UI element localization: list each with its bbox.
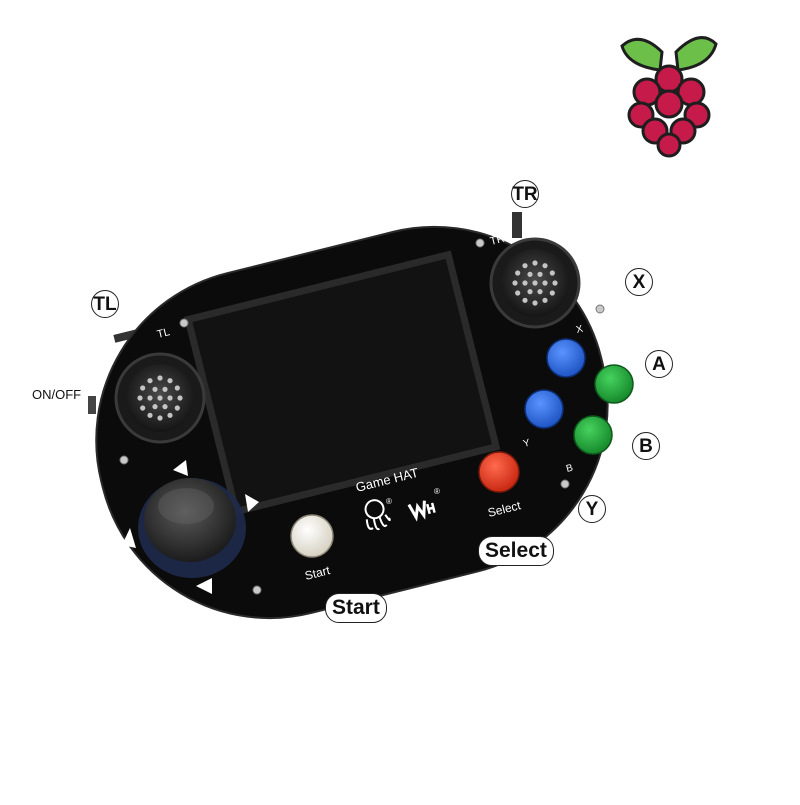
speaker-hole	[542, 297, 548, 303]
speaker-hole	[527, 289, 533, 295]
board-label-b: B	[565, 463, 574, 475]
board-label-tr: TR	[489, 233, 506, 248]
speaker-hole	[167, 412, 173, 418]
board-label-y: Y	[522, 438, 531, 450]
callout-start: Start	[325, 593, 387, 623]
callout-b: B	[632, 432, 660, 460]
callout-x: X	[625, 268, 653, 296]
speaker-hole	[167, 395, 173, 401]
dpad-right-arrow	[245, 494, 259, 512]
raspberry-pi-logo	[620, 36, 718, 158]
speaker-hole	[532, 260, 538, 266]
dpad-left-arrow	[122, 528, 136, 548]
callout-select: Select	[478, 536, 554, 566]
speaker-hole	[522, 280, 528, 286]
speaker-hole	[537, 271, 543, 277]
board-label-tl: TL	[156, 326, 171, 341]
speaker-hole	[147, 395, 153, 401]
speaker-hole	[532, 280, 538, 286]
tr-shoulder-switch	[512, 212, 522, 238]
registered-mark-1: ®	[386, 497, 392, 506]
onoff-label: ON/OFF	[32, 387, 82, 402]
speaker-hole	[157, 395, 163, 401]
board-label-start: Start	[303, 563, 332, 583]
tl-shoulder-switch	[113, 329, 139, 343]
dpad-down-arrow	[196, 578, 212, 594]
speaker-hole	[532, 300, 538, 306]
y-button	[524, 389, 564, 429]
speaker-hole	[542, 280, 548, 286]
speaker-hole	[515, 270, 521, 276]
speaker-hole	[140, 385, 146, 391]
speaker-hole	[515, 290, 521, 296]
board-label-x: X	[575, 324, 584, 336]
lcd-screen	[192, 258, 492, 508]
speaker-hole	[137, 395, 143, 401]
callout-a: A	[645, 350, 673, 378]
speaker-hole	[522, 263, 528, 269]
speaker-hole	[147, 412, 153, 418]
select-button	[478, 451, 520, 493]
speaker-hole	[177, 395, 183, 401]
board-label-a: A	[616, 351, 625, 363]
callout-y: Y	[578, 495, 606, 523]
speaker-hole	[522, 297, 528, 303]
speaker-hole	[147, 378, 153, 384]
mounting-screws	[119, 238, 605, 595]
speaker-hole	[527, 271, 533, 277]
start-button	[290, 514, 334, 558]
callout-tr: TR	[511, 180, 539, 208]
speaker-hole	[549, 290, 555, 296]
registered-mark-2: ®	[434, 487, 440, 496]
joystick	[122, 460, 259, 594]
speaker-hole	[157, 375, 163, 381]
speaker-hole	[537, 289, 543, 295]
speaker-hole	[552, 280, 558, 286]
speaker-hole	[162, 404, 168, 410]
b-button	[573, 415, 613, 455]
speaker-hole	[152, 386, 158, 392]
speaker-hole	[152, 404, 158, 410]
octopus-logo	[364, 499, 391, 531]
speaker-hole	[167, 378, 173, 384]
speaker-hole	[157, 415, 163, 421]
speaker-hole	[162, 386, 168, 392]
speaker-hole	[542, 263, 548, 269]
callout-tl: TL	[91, 290, 119, 318]
speaker-hole	[174, 385, 180, 391]
a-button	[594, 364, 634, 404]
left-speaker	[114, 352, 206, 444]
speaker-hole	[174, 405, 180, 411]
onoff-switch	[88, 396, 96, 414]
speaker-hole	[140, 405, 146, 411]
dpad-up-arrow	[173, 460, 188, 476]
right-speaker	[489, 237, 581, 329]
speaker-hole	[549, 270, 555, 276]
waveshare-logo	[407, 500, 436, 522]
speaker-hole	[512, 280, 518, 286]
x-button	[546, 338, 586, 378]
